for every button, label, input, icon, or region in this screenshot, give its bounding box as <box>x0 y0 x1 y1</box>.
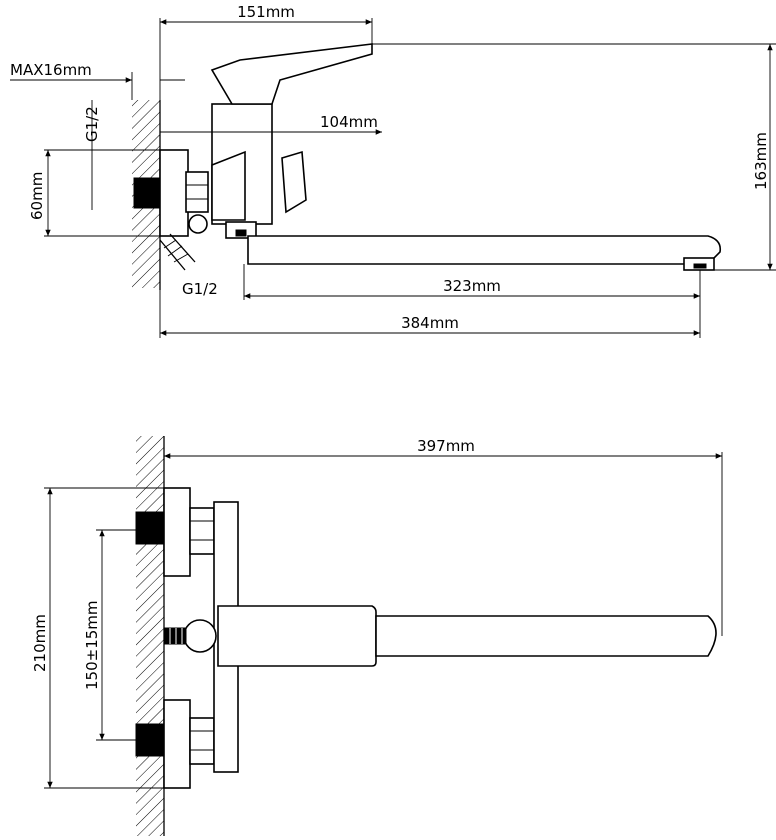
inlet-thread <box>188 214 208 234</box>
dim-60: 60mm <box>28 172 46 220</box>
bracket-upper <box>163 487 191 577</box>
plan-spout <box>375 615 717 657</box>
dim-150: 150±15mm <box>83 600 101 690</box>
side-view: 151mm MAX16mm G1/2 104mm 60mm 163mm G1/2… <box>10 3 776 338</box>
diverter-knob <box>281 150 307 214</box>
body-flange <box>211 150 246 221</box>
hex-nut <box>185 171 209 213</box>
dim-163: 163mm <box>752 132 770 190</box>
wall-hatch-bottom <box>136 436 164 836</box>
inlet-block-upper <box>135 511 165 545</box>
thread-label-top: G1/2 <box>83 106 101 142</box>
dim-151: 151mm <box>237 3 295 21</box>
inlet-block <box>133 177 161 209</box>
nut-upper <box>189 507 215 555</box>
spout <box>247 235 722 265</box>
dim-384: 384mm <box>401 314 459 332</box>
central-body <box>217 605 377 667</box>
thread-label-bottom: G1/2 <box>182 280 218 298</box>
lever-handle <box>210 43 373 105</box>
plan-view: 397mm 210mm 150±15mm <box>31 436 723 836</box>
dim-210: 210mm <box>31 614 49 672</box>
dim-323: 323mm <box>443 277 501 295</box>
nut-lower <box>189 717 215 765</box>
bracket-lower <box>163 699 191 789</box>
dim-max16: MAX16mm <box>10 61 92 79</box>
knob-thread <box>163 627 187 645</box>
dim-397: 397mm <box>417 437 475 455</box>
plan-knob <box>183 619 217 653</box>
dim-104: 104mm <box>320 113 378 131</box>
inlet-block-lower <box>135 723 165 757</box>
eccentric-fitting <box>159 233 196 271</box>
wall-bracket <box>159 149 189 237</box>
